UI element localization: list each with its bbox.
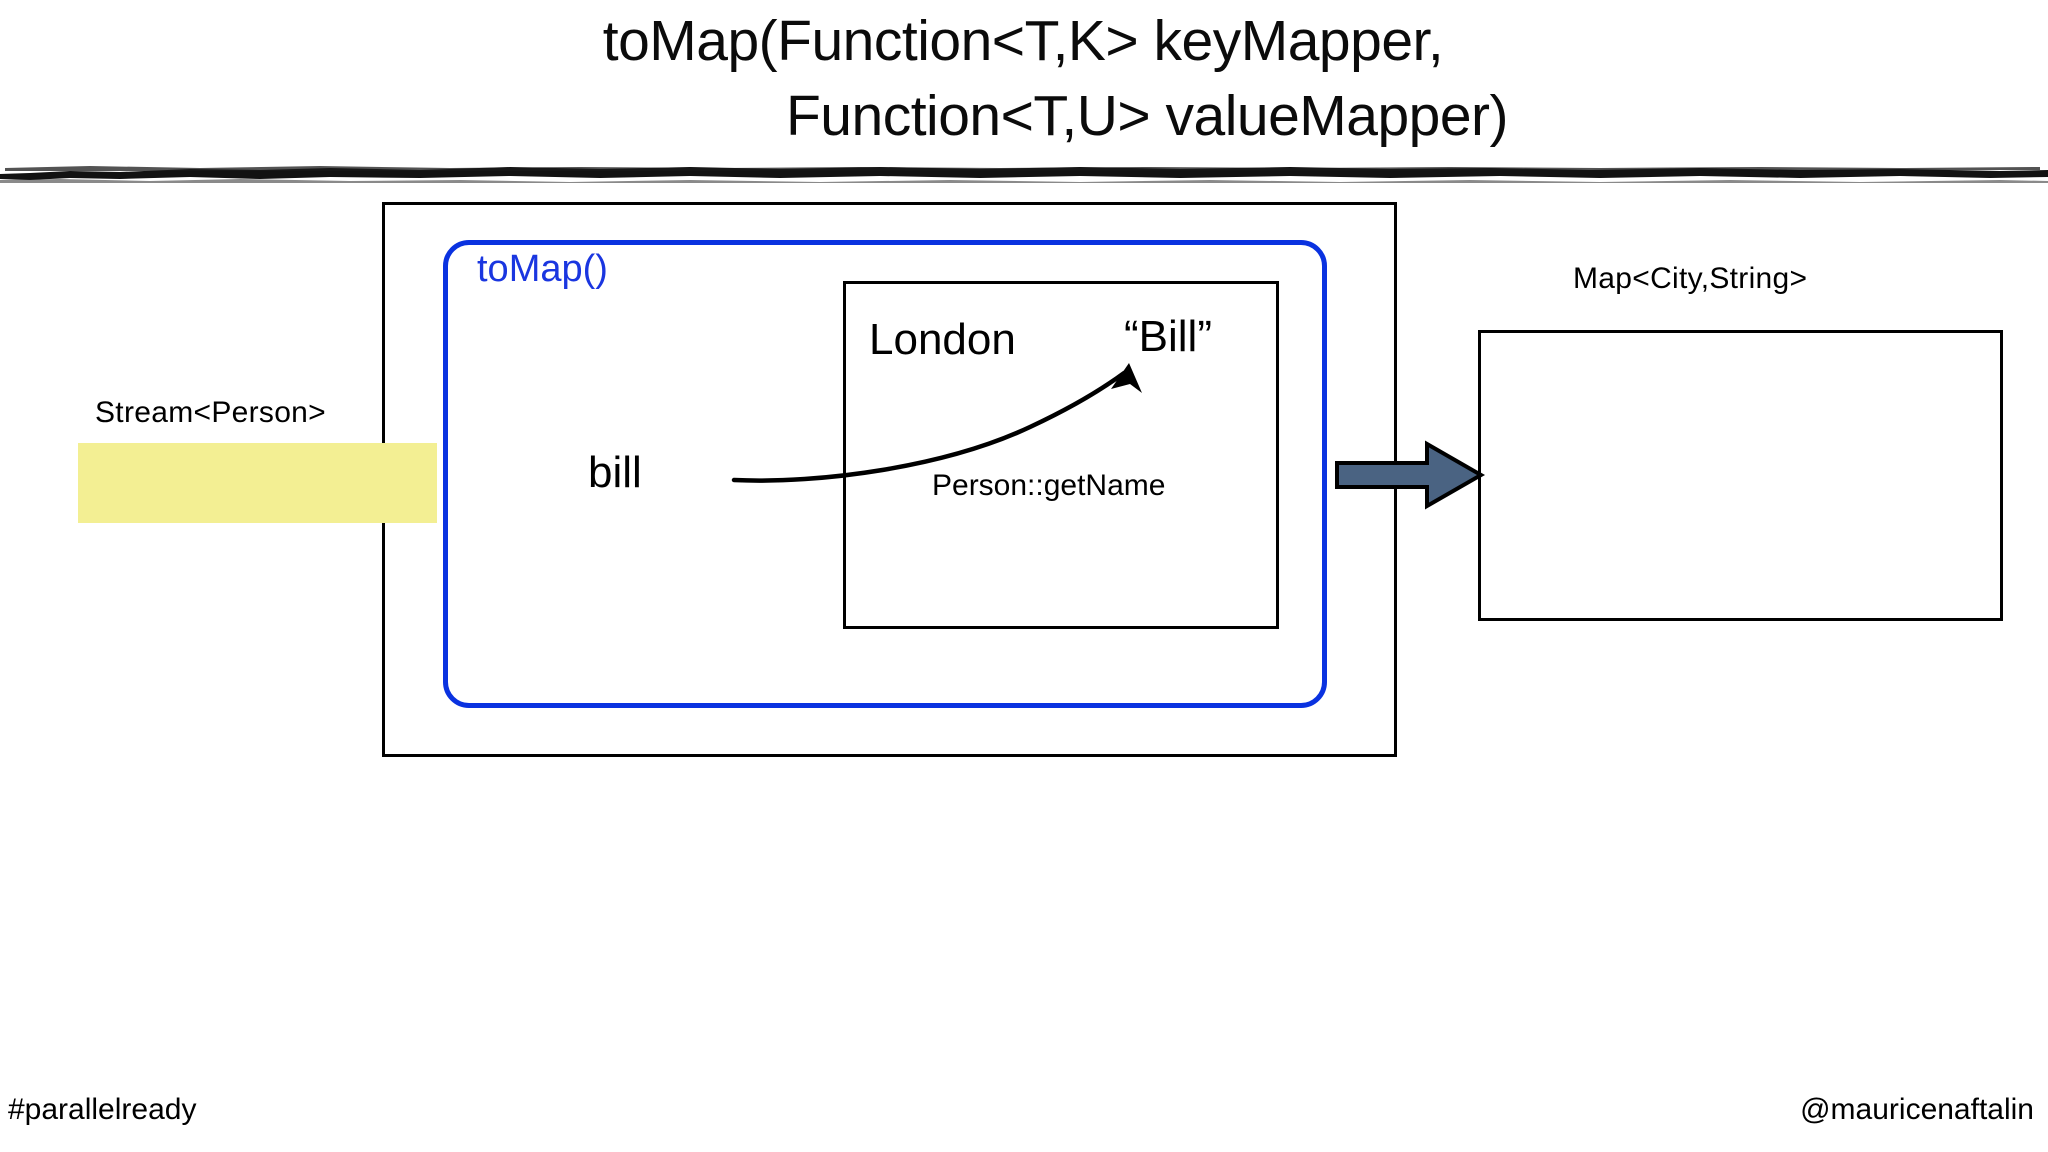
map-output-label: Map<City,String> bbox=[1573, 262, 1808, 295]
divider-rule bbox=[0, 166, 2048, 183]
source-element-label: bill bbox=[588, 448, 642, 497]
title-line-2: Function<T,U> valueMapper) bbox=[785, 84, 1509, 149]
flow-arrow bbox=[1335, 440, 1486, 510]
stream-input-label: Stream<Person> bbox=[95, 396, 326, 429]
page-title: toMap(Function<T,K> keyMapper, Function<… bbox=[0, 4, 2048, 154]
tomap-label: toMap() bbox=[477, 248, 608, 290]
curved-mapper-arrow bbox=[731, 363, 1142, 483]
map-output-box bbox=[1478, 330, 2003, 621]
map-entry-key: London bbox=[869, 315, 1016, 364]
stream-input-bar bbox=[78, 443, 437, 523]
tomap-box bbox=[443, 240, 1327, 708]
footer-handle: @mauricenaftalin bbox=[1800, 1093, 2034, 1126]
map-entry-value: “Bill” bbox=[1124, 312, 1212, 361]
map-entry-box bbox=[843, 281, 1279, 629]
mapper-method-label: Person::getName bbox=[932, 469, 1166, 502]
footer-hashtag: #parallelready bbox=[8, 1093, 197, 1126]
title-line-1: toMap(Function<T,K> keyMapper, bbox=[602, 9, 1444, 73]
